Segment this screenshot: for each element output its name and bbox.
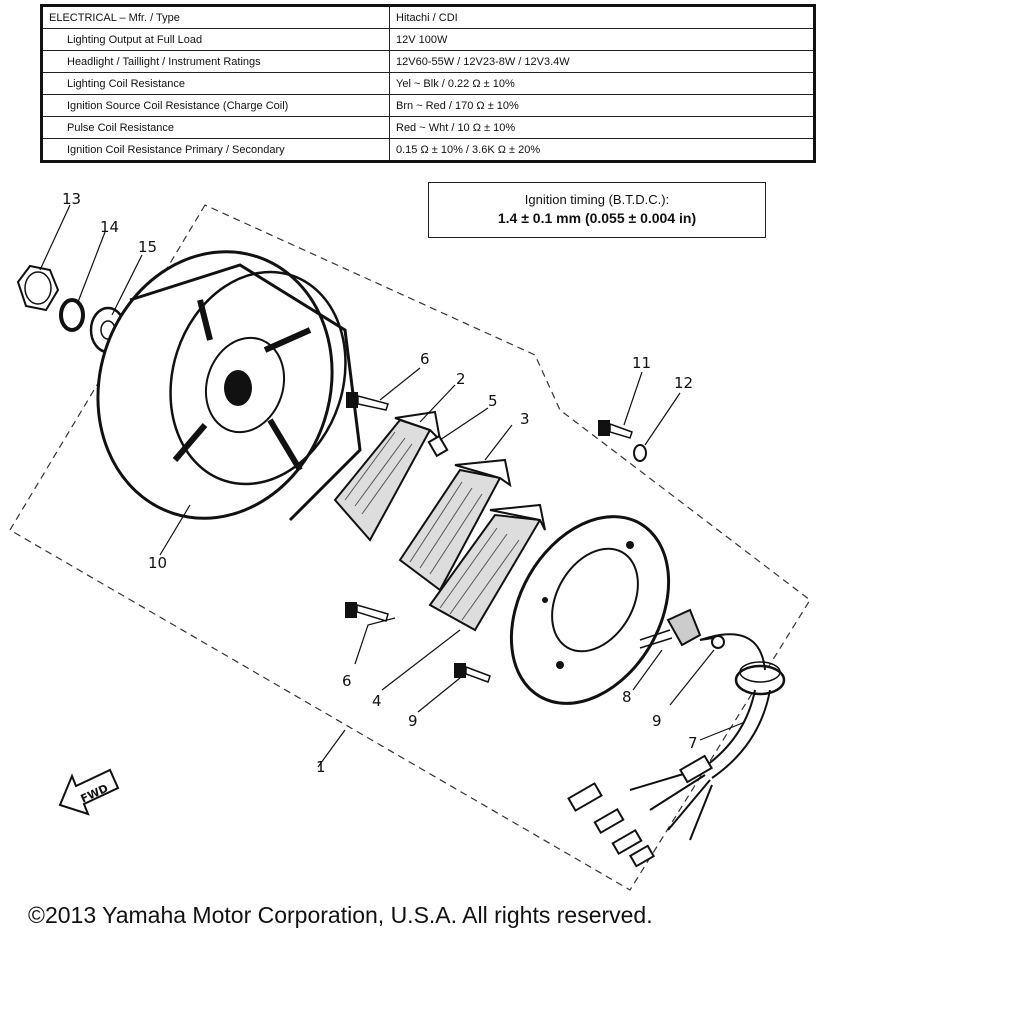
flywheel-rotor [96, 250, 362, 522]
pulse-coil-screw [699, 635, 725, 649]
spec-value: Red ~ Wht / 10 Ω ± 10% [389, 116, 815, 139]
lock-washer [59, 298, 85, 332]
spec-row: Headlight / Taillight / Instrument Ratin… [41, 50, 815, 73]
exploded-parts-diagram: FWD 13 14 15 10 6 2 5 3 11 12 6 4 9 8 9 … [9, 190, 811, 891]
flywheel-nut [16, 264, 60, 312]
callout-6-upper: 6 [420, 350, 430, 368]
spec-label: Lighting Coil Resistance [41, 72, 390, 95]
callout-4: 4 [372, 692, 382, 710]
spec-value: Yel ~ Blk / 0.22 Ω ± 10% [389, 72, 815, 95]
callout-12: 12 [674, 374, 693, 392]
lighting-coil-3 [398, 458, 512, 592]
wire-harness [629, 633, 771, 841]
callout-2: 2 [456, 370, 466, 388]
spec-value: Brn ~ Red / 170 Ω ± 10% [389, 94, 815, 117]
callout-3: 3 [520, 410, 530, 428]
collar [427, 434, 449, 458]
spec-value: 12V60-55W / 12V23-8W / 12V3.4W [389, 50, 815, 73]
callout-11: 11 [632, 354, 651, 372]
spec-label: Ignition Coil Resistance Primary / Secon… [41, 138, 390, 162]
coil-screw-lower [345, 602, 389, 622]
spec-row: Ignition Coil Resistance Primary / Secon… [41, 138, 815, 162]
harness-connectors [567, 754, 713, 868]
stator-screw [454, 663, 491, 683]
spec-value: 12V 100W [389, 28, 815, 51]
spec-label: Lighting Output at Full Load [41, 28, 390, 51]
callout-5: 5 [488, 392, 498, 410]
callout-9-lower: 9 [408, 712, 418, 730]
electrical-spec-table: ELECTRICAL – Mfr. / Type Hitachi / CDI L… [40, 4, 816, 163]
spec-header-row: ELECTRICAL – Mfr. / Type Hitachi / CDI [41, 5, 815, 29]
callout-10: 10 [148, 554, 167, 572]
copyright-notice: ©2013 Yamaha Motor Corporation, U.S.A. A… [28, 902, 653, 928]
spec-row: Lighting Output at Full Load 12V 100W [41, 28, 815, 51]
leader-lines [39, 204, 746, 768]
spec-row: Lighting Coil Resistance Yel ~ Blk / 0.2… [41, 72, 815, 95]
spec-label: Ignition Source Coil Resistance (Charge … [41, 94, 390, 117]
callout-9-right: 9 [652, 712, 662, 730]
callout-14: 14 [100, 218, 119, 236]
pulse-coil [639, 608, 702, 649]
fwd-arrow: FWD [58, 768, 120, 816]
ignition-timing-value: 1.4 ± 0.1 mm (0.055 ± 0.004 in) [497, 210, 697, 226]
bolt-washer [633, 444, 647, 462]
callout-13: 13 [62, 190, 81, 208]
spec-label: Headlight / Taillight / Instrument Ratin… [41, 50, 390, 73]
lighting-coil-2 [333, 410, 442, 542]
callout-8: 8 [622, 688, 632, 706]
stator-bolt [598, 420, 633, 439]
callout-6-lower: 6 [342, 672, 352, 690]
spec-value: 0.15 Ω ± 10% / 3.6K Ω ± 20% [389, 138, 815, 162]
source-coil-4 [428, 503, 546, 632]
callout-15: 15 [138, 238, 157, 256]
wire-grommet [734, 661, 786, 696]
coil-screw-upper [346, 392, 389, 411]
ignition-timing-label: Ignition timing (B.T.D.C.): [524, 192, 670, 207]
spec-label: Pulse Coil Resistance [41, 116, 390, 139]
spec-row: Ignition Source Coil Resistance (Charge … [41, 94, 815, 117]
spec-value: Hitachi / CDI [389, 5, 815, 29]
callout-7: 7 [688, 734, 698, 752]
spec-label: ELECTRICAL – Mfr. / Type [41, 5, 390, 29]
callout-1: 1 [316, 758, 326, 776]
spec-row: Pulse Coil Resistance Red ~ Wht / 10 Ω ±… [41, 116, 815, 139]
ignition-timing-box: Ignition timing (B.T.D.C.): 1.4 ± 0.1 mm… [428, 182, 766, 238]
